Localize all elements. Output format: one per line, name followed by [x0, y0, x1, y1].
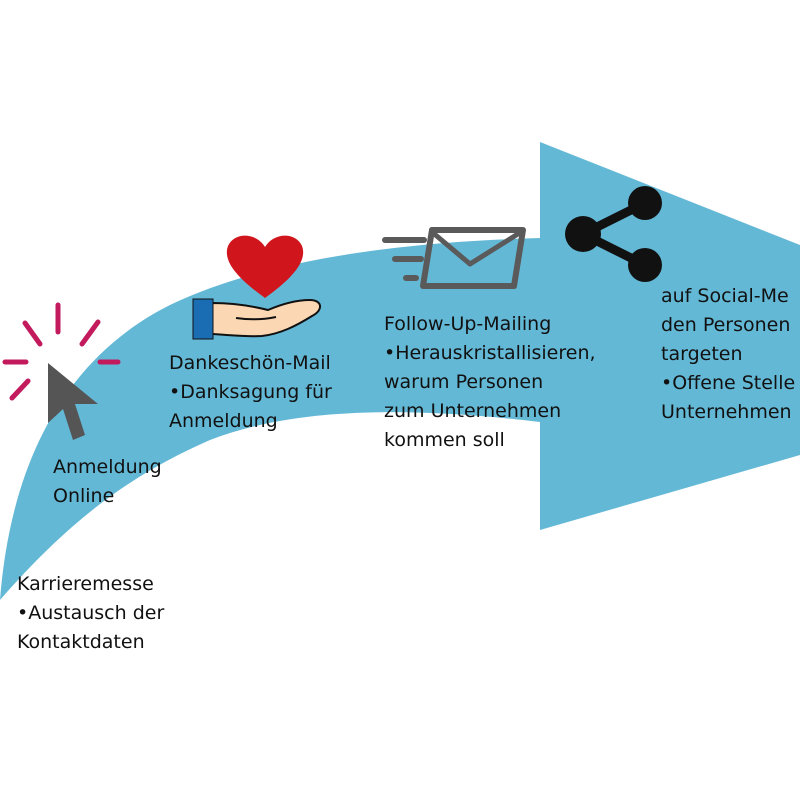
- step-online-signup: Anmeldung Online: [53, 453, 162, 511]
- step-bullet: •Herauskristallisieren,: [384, 342, 596, 364]
- step-bullet-cont: kommen soll: [384, 429, 505, 451]
- step-follow-up-mailing: Follow-Up-Mailing •Herauskristallisieren…: [384, 310, 596, 455]
- cursor-click-icon: [2, 302, 121, 440]
- step-title: Follow-Up-Mailing: [384, 313, 552, 335]
- process-arrow: [0, 142, 800, 600]
- step-career-fair: Karrieremesse •Austausch der Kontaktdate…: [17, 570, 164, 657]
- step-bullet-cont: Kontaktdaten: [17, 631, 145, 653]
- step-title: Dankeschön-Mail: [169, 352, 331, 374]
- step-title-line: Anmeldung: [53, 456, 162, 478]
- step-title-line: auf Social-Me: [661, 285, 789, 307]
- step-social-media: auf Social-Me den Personen targeten •Off…: [661, 282, 800, 427]
- fast-envelope-icon: [382, 227, 526, 289]
- step-title-line: targeten: [661, 343, 743, 365]
- step-bullet-cont: Unternehmen: [661, 401, 792, 423]
- step-bullet-cont: Anmeldung: [169, 410, 278, 432]
- step-bullet-cont: zum Unternehmen: [384, 400, 562, 422]
- step-title-line: Online: [53, 485, 115, 507]
- step-bullet-cont: warum Personen: [384, 371, 544, 393]
- step-thank-you-mail: Dankeschön-Mail •Danksagung für Anmeldun…: [169, 349, 332, 436]
- step-bullet: •Austausch der: [17, 602, 165, 624]
- step-bullet: •Offene Stelle: [661, 372, 796, 394]
- share-icon: [565, 186, 662, 282]
- step-title: Karrieremesse: [17, 573, 154, 595]
- heart-in-hand-icon: [192, 235, 321, 340]
- step-bullet: •Danksagung für: [169, 381, 332, 403]
- step-title-line: den Personen: [661, 314, 791, 336]
